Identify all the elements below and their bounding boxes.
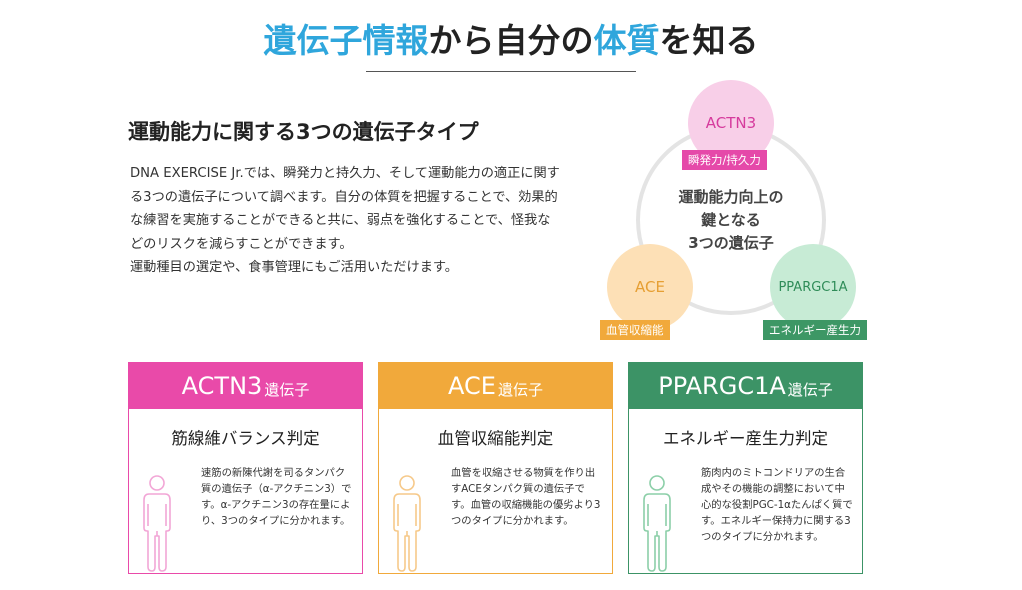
title-text-2: を知る	[659, 21, 759, 60]
diagram-center-label: 運動能力向上の 鍵となる 3つの遺伝子	[651, 186, 811, 255]
section-heading: 運動能力に関する3つの遺伝子タイプ	[128, 120, 479, 144]
card-subtitle: 血管収縮能判定	[437, 429, 554, 448]
gene-tag-actn3: 瞬発力/持久力	[682, 150, 767, 170]
card-description: 血管を収縮させる物質を作り出すACEタンパク質の遺伝子です。血管の収縮機能の優劣…	[451, 467, 601, 527]
intro-paragraph: DNA EXERCISE Jr.では、瞬発力と持久力、そして運動能力の適正に関す…	[130, 166, 560, 252]
card-gene-name: ACTN3	[181, 372, 263, 400]
gene-tag-ppargc1a: エネルギー産生力	[763, 320, 867, 340]
title-text-1: から自分の	[428, 21, 594, 60]
center-line: 3つの遺伝子	[688, 234, 774, 252]
gene-circle-ace: ACE	[607, 244, 693, 330]
person-icon	[643, 475, 671, 572]
person-icon	[393, 475, 421, 572]
card-gene-suffix: 遺伝子	[787, 380, 833, 399]
card-gene-suffix: 遺伝子	[497, 380, 543, 399]
title-accent-1: 遺伝子情報	[263, 21, 429, 60]
page-title: 遺伝子情報から自分の体質を知る	[0, 14, 1022, 62]
card-description: 速筋の新陳代謝を司るタンパク質の遺伝子（α-アクチニン3）です。α-アクチニン3…	[201, 467, 352, 527]
person-icon	[143, 475, 171, 572]
card-gene-name: ACE	[448, 372, 496, 400]
title-accent-2: 体質	[593, 21, 660, 60]
card-description: 筋肉内のミトコンドリアの生合成やその機能の調整において中心的な役割PGC-1αた…	[701, 467, 853, 543]
center-line: 運動能力向上の	[678, 188, 784, 206]
card-subtitle: エネルギー産生力判定	[663, 429, 828, 448]
card-gene-suffix: 遺伝子	[264, 380, 310, 399]
gene-diagram: 運動能力向上の 鍵となる 3つの遺伝子 ACTN3 瞬発力/持久力 ACE 血管…	[595, 80, 885, 350]
card-subtitle: 筋線維バランス判定	[171, 429, 320, 448]
title-divider	[366, 71, 636, 72]
card-gene-name: PPARGC1A	[658, 372, 786, 400]
intro-paragraph: 運動種目の選定や、食事管理にもご活用いただけます。	[130, 260, 458, 275]
gene-tag-ace: 血管収縮能	[600, 320, 670, 340]
gene-circle-ppargc1a: PPARGC1A	[770, 244, 856, 330]
center-line: 鍵となる	[701, 211, 761, 229]
intro-text: DNA EXERCISE Jr.では、瞬発力と持久力、そして運動能力の適正に関す…	[130, 162, 560, 280]
